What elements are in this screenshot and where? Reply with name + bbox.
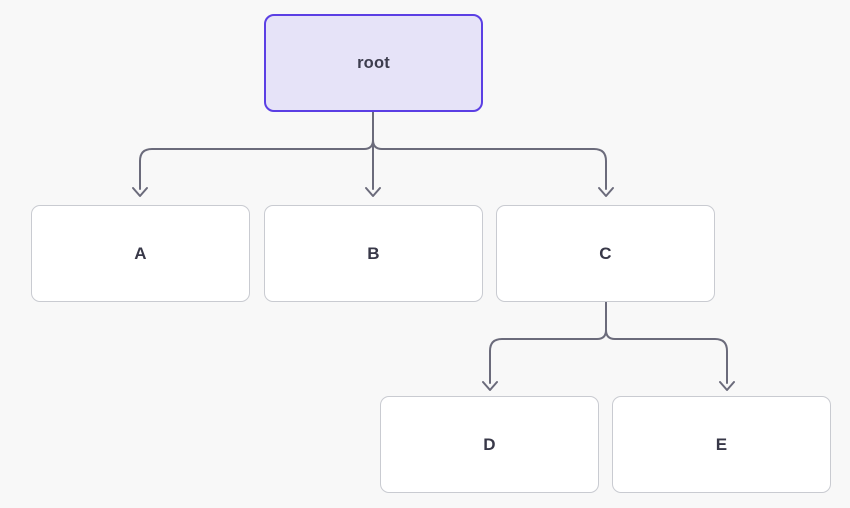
- node-b-label: B: [367, 244, 380, 263]
- edge-C-D: [489, 301, 607, 384]
- node-root-label: root: [357, 53, 390, 72]
- node-a[interactable]: A: [31, 205, 250, 302]
- node-a-label: A: [134, 244, 147, 263]
- edge-C-E-arrowhead: [719, 381, 735, 391]
- edge-root-C: [372, 111, 607, 190]
- node-d-label: D: [483, 435, 496, 454]
- edge-root-B-arrowhead: [365, 187, 381, 197]
- edge-C-D-arrowhead: [482, 381, 498, 391]
- node-e[interactable]: E: [612, 396, 831, 493]
- node-d[interactable]: D: [380, 396, 599, 493]
- node-b[interactable]: B: [264, 205, 483, 302]
- node-root[interactable]: root: [264, 14, 483, 112]
- node-e-label: E: [715, 435, 728, 454]
- edge-C-E: [605, 301, 728, 384]
- edge-root-A-arrowhead: [132, 187, 148, 197]
- edge-root-C-arrowhead: [598, 187, 614, 197]
- edge-root-A: [139, 111, 374, 190]
- node-c[interactable]: C: [496, 205, 715, 302]
- node-c-label: C: [599, 244, 612, 263]
